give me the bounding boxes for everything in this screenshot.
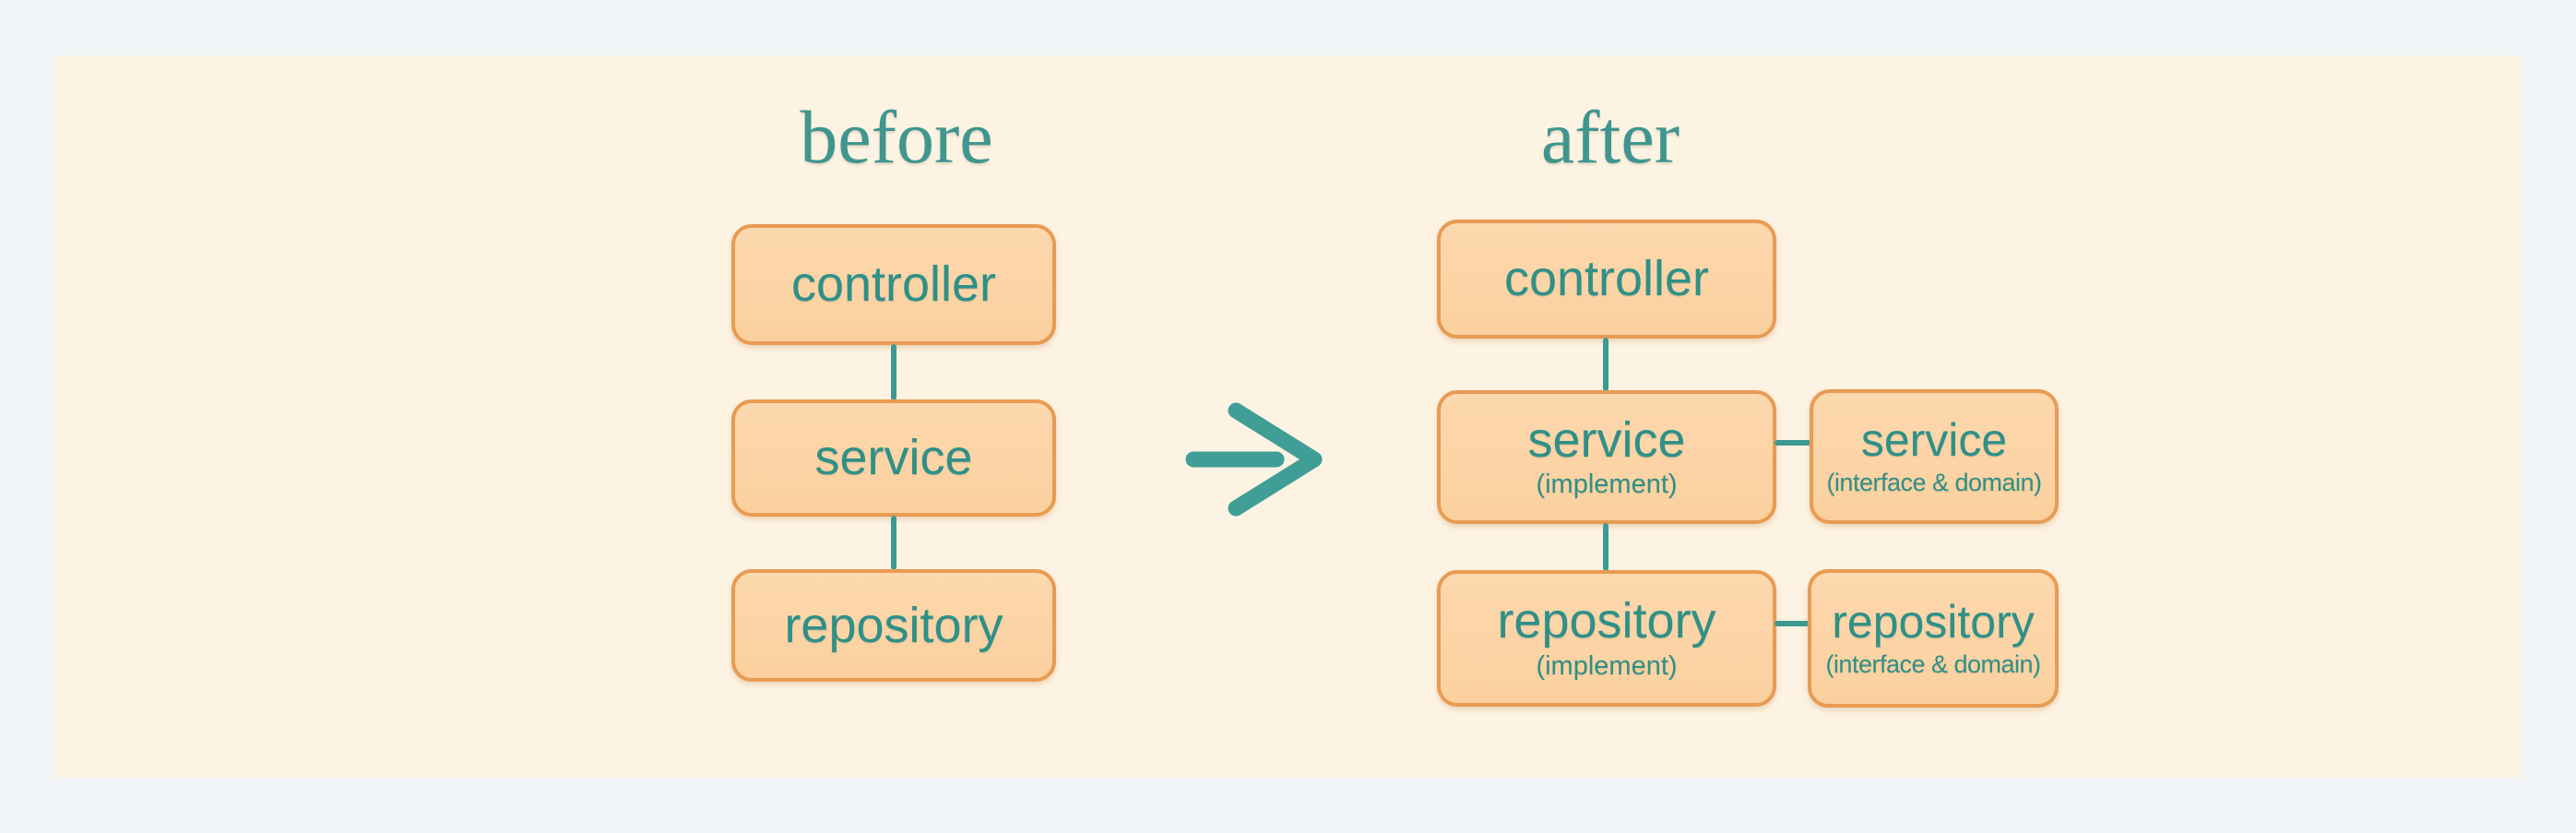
node-sublabel: (interface & domain) bbox=[1825, 649, 2041, 678]
connector-before-controller-service bbox=[891, 344, 896, 400]
node-before-repository: repository bbox=[731, 569, 1056, 682]
connector-after-controller-service bbox=[1603, 338, 1609, 391]
node-label: repository bbox=[1832, 596, 2035, 649]
node-before-controller: controller bbox=[731, 224, 1056, 345]
connector-before-service-repository bbox=[891, 516, 896, 570]
node-label: repository bbox=[1497, 593, 1716, 649]
connector-repository-implement-interface bbox=[1775, 621, 1811, 626]
node-after-controller: controller bbox=[1437, 220, 1776, 339]
node-after-service-implement: service (implement) bbox=[1437, 390, 1776, 524]
after-title: after bbox=[1540, 95, 1680, 179]
diagram-panel: before controller service repository aft… bbox=[55, 55, 2521, 778]
node-label: repository bbox=[784, 597, 1003, 653]
node-sublabel: (interface & domain) bbox=[1826, 468, 2042, 496]
node-label: service bbox=[814, 430, 973, 486]
connector-service-implement-interface bbox=[1775, 440, 1811, 446]
node-after-service-interface: service (interface & domain) bbox=[1810, 389, 2059, 524]
node-sublabel: (implement) bbox=[1536, 650, 1678, 681]
right-arrow-icon bbox=[1184, 399, 1323, 524]
node-after-repository-implement: repository (implement) bbox=[1437, 570, 1776, 707]
connector-after-service-repository bbox=[1603, 523, 1609, 571]
node-before-service: service bbox=[731, 399, 1056, 517]
node-label: service bbox=[1527, 411, 1686, 468]
node-after-repository-interface: repository (interface & domain) bbox=[1808, 569, 2059, 708]
node-label: controller bbox=[1503, 251, 1710, 307]
node-label: service bbox=[1860, 414, 2008, 467]
before-title: before bbox=[800, 95, 993, 179]
node-sublabel: (implement) bbox=[1536, 470, 1678, 500]
node-label: controller bbox=[790, 256, 997, 313]
